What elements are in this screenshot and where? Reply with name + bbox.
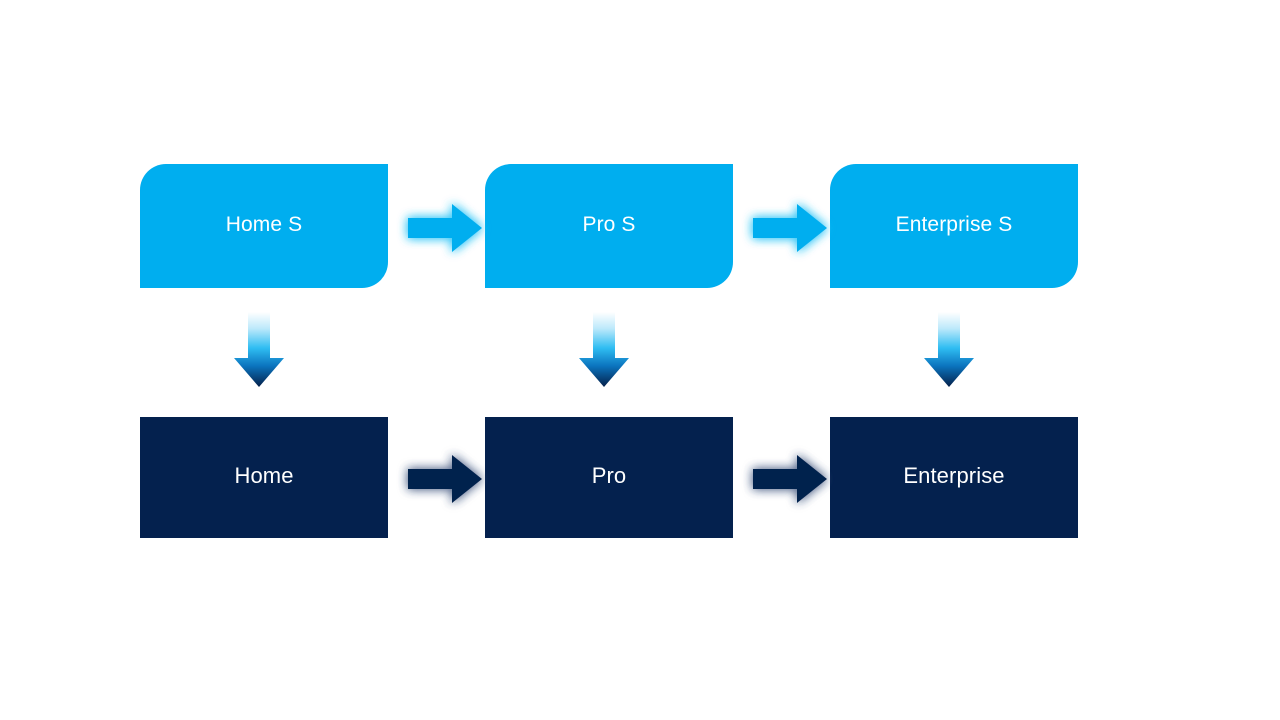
node-home-s-label: Home S bbox=[225, 212, 303, 236]
arrow-home-s-to-pro-s bbox=[408, 202, 482, 254]
arrow-home-s-to-home bbox=[233, 312, 285, 388]
node-home[interactable]: Home bbox=[140, 417, 388, 538]
arrow-pro-s-to-enterprise-s bbox=[753, 202, 827, 254]
arrow-enterprise-s-to-enterprise bbox=[923, 312, 975, 388]
node-enterprise-s[interactable]: Enterprise S bbox=[830, 164, 1078, 288]
node-pro[interactable]: Pro bbox=[485, 417, 733, 538]
node-enterprise-label: Enterprise bbox=[903, 462, 1005, 488]
arrow-pro-s-to-pro bbox=[578, 312, 630, 388]
node-home-label: Home bbox=[234, 462, 294, 488]
node-pro-label: Pro bbox=[591, 462, 627, 488]
arrow-home-to-pro bbox=[408, 453, 482, 505]
arrow-pro-to-enterprise bbox=[753, 453, 827, 505]
node-pro-s[interactable]: Pro S bbox=[485, 164, 733, 288]
node-home-s[interactable]: Home S bbox=[140, 164, 388, 288]
node-enterprise-s-label: Enterprise S bbox=[895, 212, 1013, 236]
node-enterprise[interactable]: Enterprise bbox=[830, 417, 1078, 538]
node-pro-s-label: Pro S bbox=[582, 212, 636, 236]
